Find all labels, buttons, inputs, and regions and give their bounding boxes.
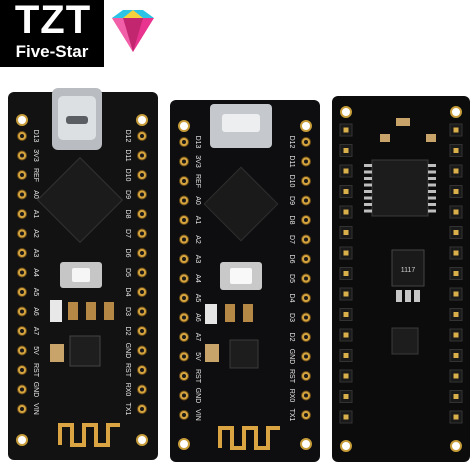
pin-label: A1 [194, 216, 201, 225]
pin-label: D12 [288, 136, 295, 149]
pin-label: D3 [124, 307, 131, 316]
antenna-trace [58, 423, 120, 447]
pin-label: RST [32, 363, 39, 378]
pin-label: GND [288, 349, 295, 365]
pin-label: A6 [194, 313, 201, 322]
regulator-marking: 1117 [401, 267, 416, 274]
usb-serial-chip [371, 159, 429, 217]
board-c: 1117 [332, 96, 470, 462]
logo-tagline: Five-Star [15, 42, 89, 61]
pin-label: D13 [32, 130, 39, 143]
pin-label: A2 [32, 229, 39, 238]
pin-label: 3V3 [194, 155, 201, 168]
pin-label: D10 [288, 175, 295, 188]
pin-label: A0 [194, 196, 201, 205]
board-b [170, 100, 320, 462]
pin-label: TX1 [124, 403, 131, 416]
pin-label: D11 [288, 155, 295, 167]
pin-label: A3 [194, 255, 201, 264]
pin-label: D4 [288, 294, 295, 303]
pin-label: D7 [288, 235, 295, 244]
pin-label: A4 [32, 268, 39, 277]
pin-label: D13 [194, 136, 201, 149]
pin-label: D5 [288, 274, 295, 283]
pin-label: A5 [194, 294, 201, 303]
pin-label: D9 [124, 190, 131, 199]
pin-label: D11 [124, 149, 131, 161]
pin-label: TX1 [288, 409, 295, 422]
pin-label: REF [194, 174, 201, 188]
pin-label: D2 [288, 333, 295, 342]
pin-label: RX0 [288, 389, 295, 403]
pin-label: A7 [194, 333, 201, 342]
pin-label: 3V3 [32, 149, 39, 162]
brand-logo: TZT Five-Star [0, 0, 163, 67]
pin-label: A1 [32, 210, 39, 219]
pin-label: A5 [32, 288, 39, 297]
logo-title: TZT [14, 0, 92, 42]
pin-label: D12 [124, 130, 131, 143]
pin-label: D6 [288, 255, 295, 264]
pin-label: D2 [124, 327, 131, 336]
pin-label: GND [194, 388, 201, 404]
pin-label: D7 [124, 229, 131, 238]
microcontroller-chip [36, 156, 124, 244]
pin-label: RX0 [124, 383, 131, 397]
pin-label: A4 [194, 274, 201, 283]
pin-label: GND [124, 343, 131, 359]
pin-label: GND [32, 382, 39, 398]
pin-label: D5 [124, 268, 131, 277]
pin-label: RST [124, 363, 131, 378]
pin-label: A6 [32, 307, 39, 316]
pin-label: A7 [32, 327, 39, 336]
pin-label: D3 [288, 313, 295, 322]
microcontroller-chip [203, 166, 279, 242]
voltage-regulator [391, 249, 425, 287]
pin-label: 5V [32, 346, 39, 355]
pin-label: REF [32, 168, 39, 182]
pin-label: D6 [124, 249, 131, 258]
pin-label: D10 [124, 169, 131, 182]
pin-label: RST [194, 369, 201, 384]
board-a [8, 88, 158, 460]
pin-label: A3 [32, 249, 39, 258]
pin-label: D9 [288, 196, 295, 205]
pin-label: 5V [194, 352, 201, 361]
pin-label: D8 [124, 210, 131, 219]
pin-label: A2 [194, 235, 201, 244]
pin-label: D4 [124, 288, 131, 297]
pin-label: D8 [288, 216, 295, 225]
logo-badge: TZT Five-Star [0, 0, 104, 67]
diamond-icon [112, 10, 154, 52]
pin-label: VIN [194, 409, 201, 421]
pin-label: RST [288, 369, 295, 384]
antenna-trace [218, 426, 280, 450]
pin-label: A0 [32, 190, 39, 199]
pin-label: VIN [32, 403, 39, 415]
